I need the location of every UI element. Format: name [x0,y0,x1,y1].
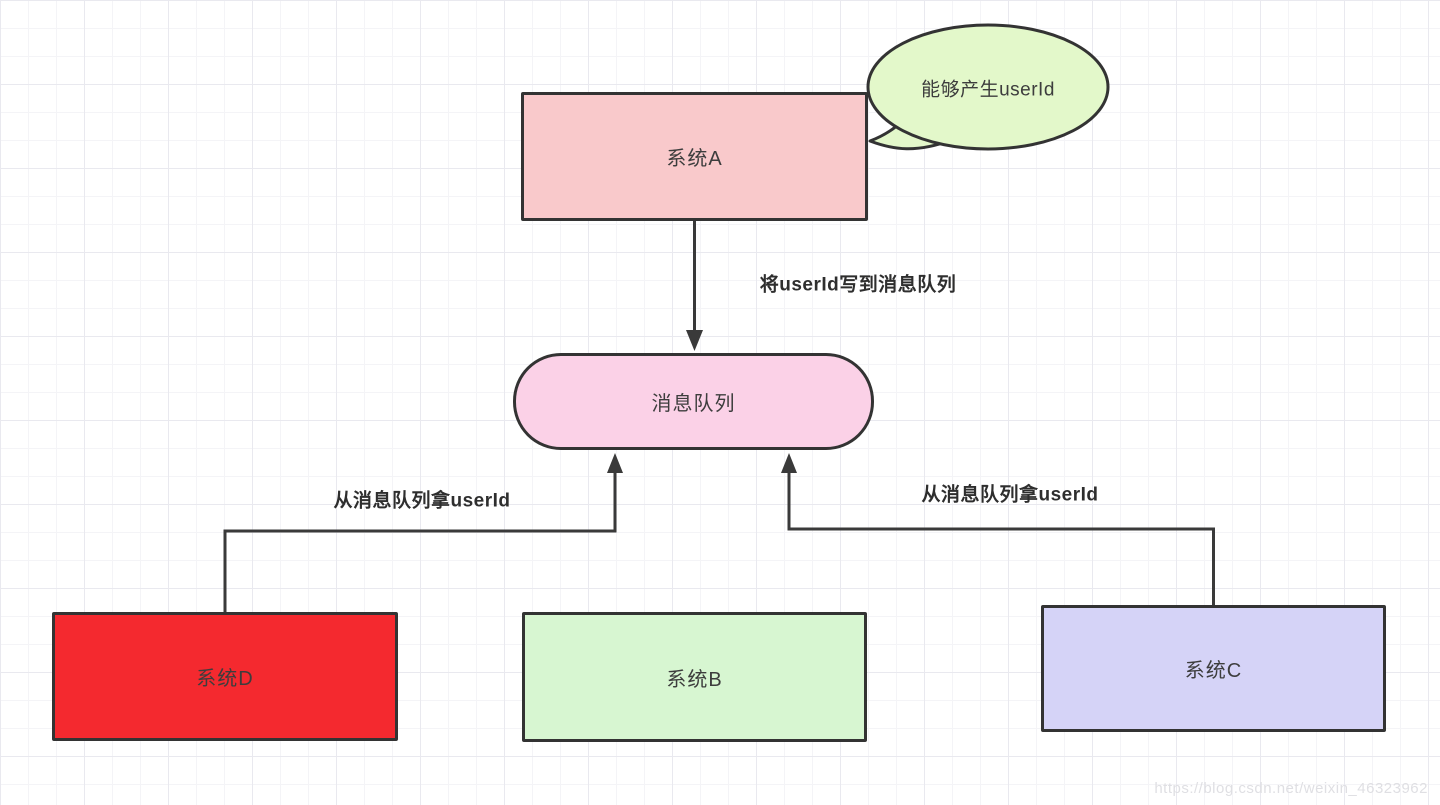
node-system-b-label: 系统B [666,668,723,691]
edge-label-a-to-queue: 将userId写到消息队列 [759,274,957,296]
arrowhead-down-icon [686,330,703,351]
speech-bubble [866,23,1110,151]
node-system-d-label: 系统D [196,668,254,690]
arrowhead-up-icon [607,453,623,473]
node-system-a-label: 系统A [666,148,723,170]
edge-label-c-from-queue: 从消息队列拿userId [921,484,1099,506]
speech-bubble-text: 能够产生userId [921,79,1055,101]
node-system-b: 系统B [522,612,867,742]
node-system-a: 系统A [521,92,868,221]
watermark-text: https://blog.csdn.net/weixin_46323962 [1154,780,1428,797]
node-system-c-label: 系统C [1184,660,1243,682]
edge-c-to-queue [787,470,1215,605]
node-system-d: 系统D [52,612,398,741]
edge-label-d-from-queue: 从消息队列拿userId [333,490,511,512]
arrowhead-up-icon [781,453,797,473]
edge-d-to-queue [223,470,617,612]
node-message-queue-label: 消息队列 [651,393,736,415]
node-system-c: 系统C [1041,605,1386,732]
node-message-queue: 消息队列 [513,353,874,450]
